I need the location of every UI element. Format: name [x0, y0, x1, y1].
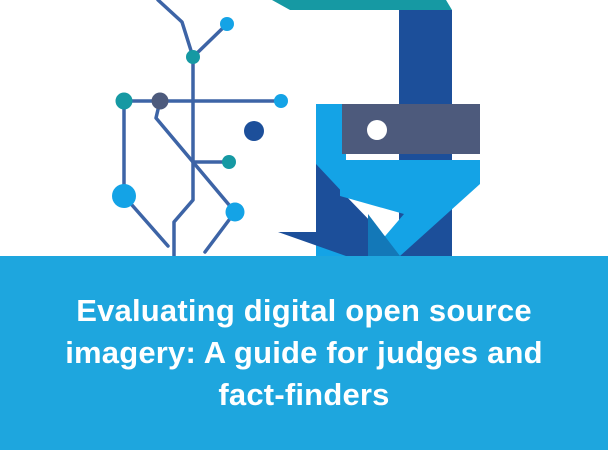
arrow-check-logo-icon	[272, 0, 480, 256]
cover-title: Evaluating digital open source imagery: …	[65, 293, 543, 412]
node-large-left	[112, 184, 136, 208]
node-navy-floating	[244, 121, 264, 141]
node-teal-left	[115, 92, 133, 110]
node-teal-lower	[222, 155, 236, 169]
cover-illustration	[112, 0, 480, 258]
node-light-right	[274, 94, 288, 108]
node-slate-hub	[151, 92, 169, 110]
node-light-lower	[225, 202, 245, 222]
node-top-right	[220, 17, 234, 31]
network-nodes	[112, 17, 288, 222]
node-teal-upper	[186, 50, 200, 64]
logo-dot-icon	[367, 120, 387, 140]
title-banner: Evaluating digital open source imagery: …	[0, 256, 608, 450]
